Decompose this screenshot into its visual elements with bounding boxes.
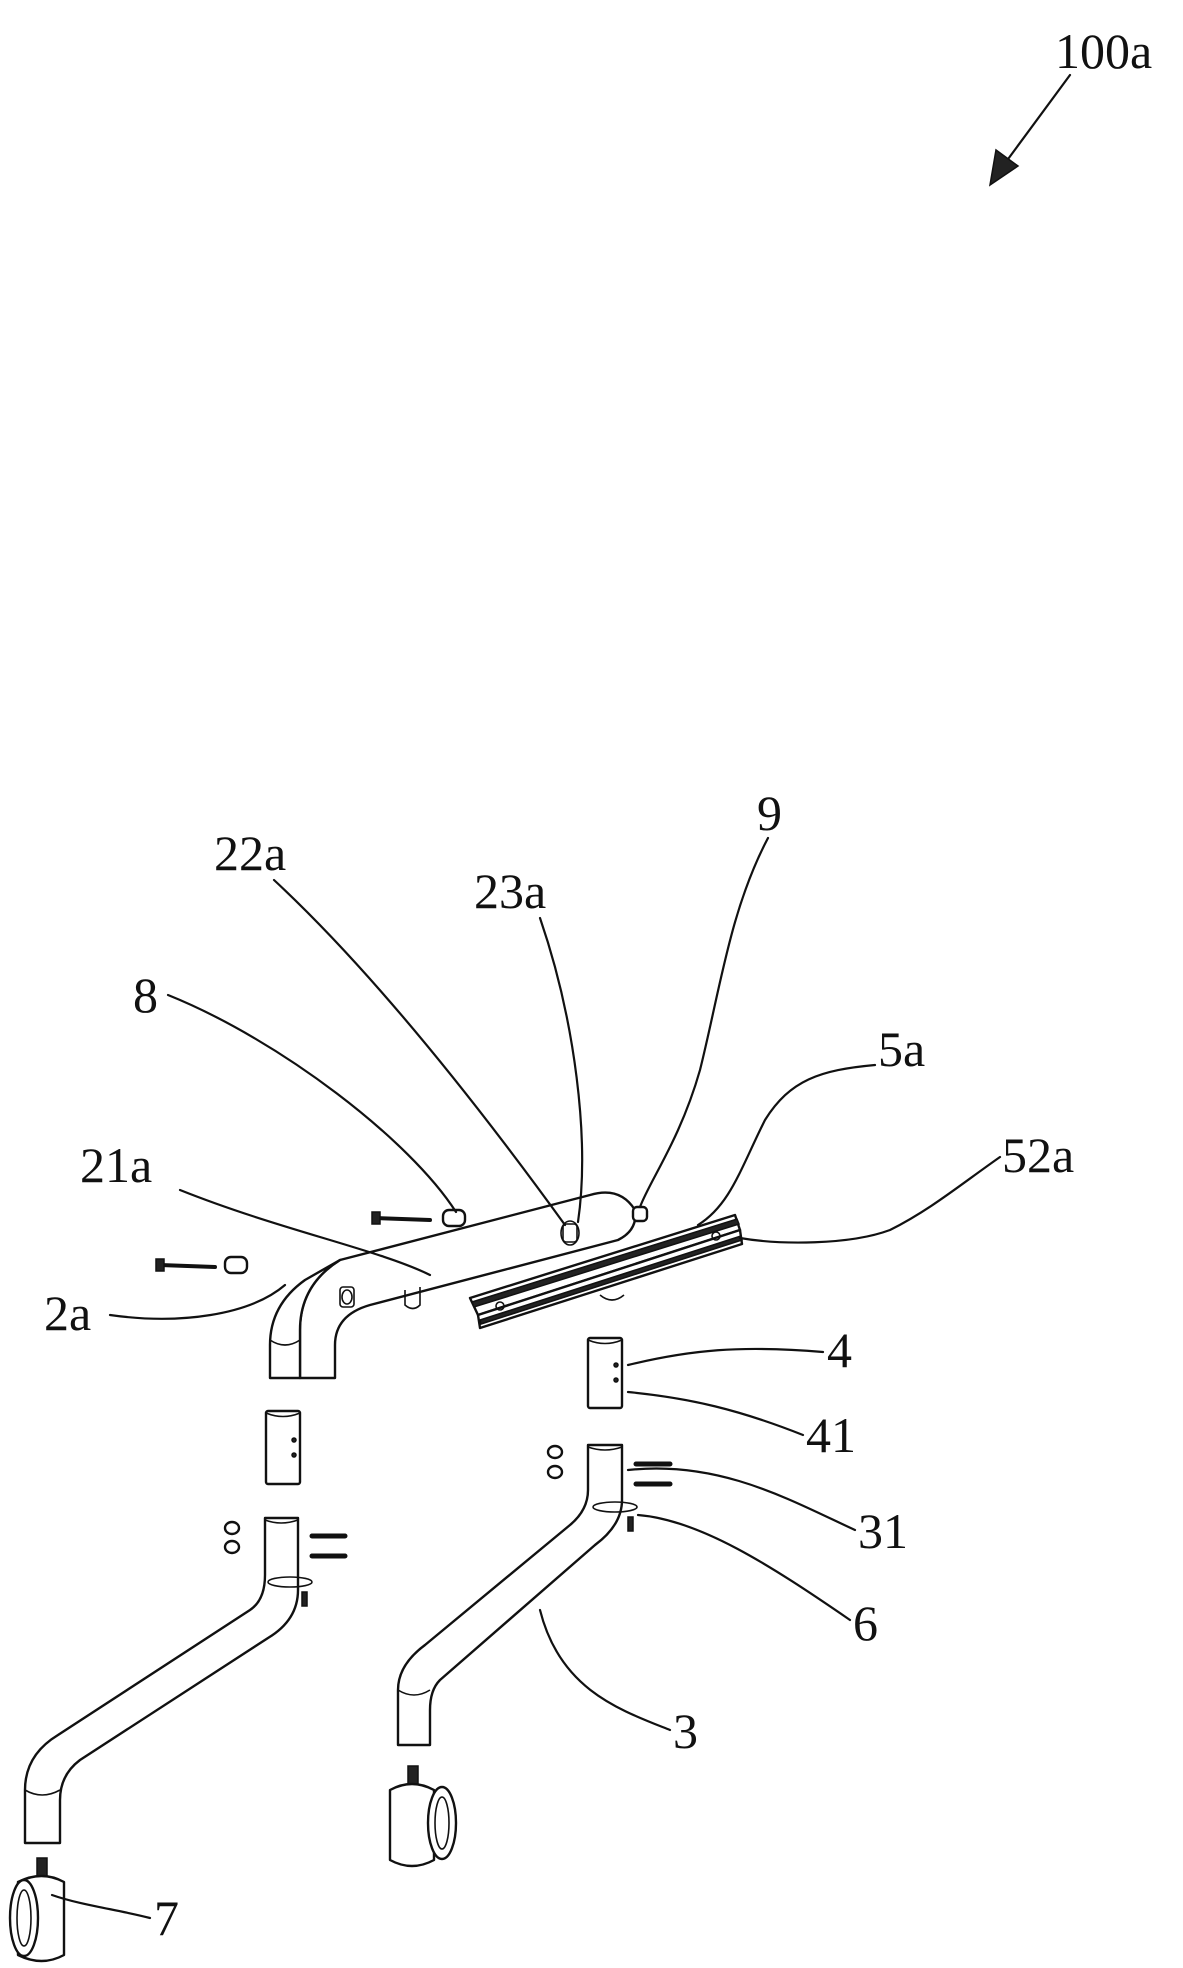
label-7: 7 [154,1890,179,1946]
coupler-left [266,1411,300,1484]
caster-wheel-7 [10,1858,64,1961]
leg-tube-3 [398,1445,670,1745]
label-2a: 2a [44,1285,91,1341]
label-5a: 5a [878,1021,925,1077]
label-4: 4 [827,1322,852,1378]
assembly-arrow [990,75,1070,185]
leader-lines [52,838,1000,1918]
label-8: 8 [133,967,158,1023]
caster-wheel-right [390,1766,456,1866]
label-31: 31 [858,1503,908,1559]
nut-9 [633,1207,647,1221]
coupler-4 [588,1338,622,1408]
label-6: 6 [853,1595,878,1651]
label-52a: 52a [1002,1127,1074,1183]
label-41: 41 [806,1407,856,1463]
label-3: 3 [673,1703,698,1759]
leg-tube-left [25,1518,345,1843]
label-9: 9 [757,785,782,841]
label-21a: 21a [80,1137,152,1193]
label-23a: 23a [474,863,546,919]
label-100a: 100a [1055,23,1152,79]
label-22a: 22a [214,825,286,881]
